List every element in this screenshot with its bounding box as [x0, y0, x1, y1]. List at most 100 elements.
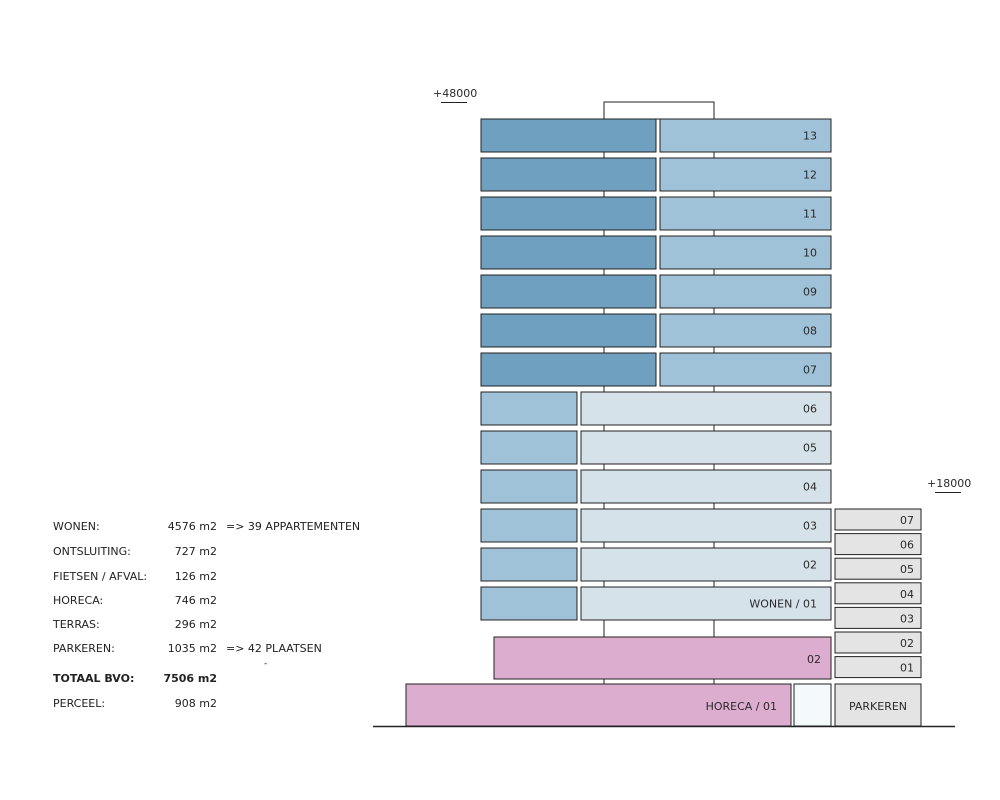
- apartment-block: [659, 235, 832, 270]
- area-row-parkeren: PARKEREN: 1035 m2 => 42 PLAATSEN: [53, 642, 393, 656]
- parking-deck-label: 02: [900, 637, 914, 650]
- apartment-block-wide: [580, 430, 832, 465]
- floor-label: 08: [803, 325, 817, 338]
- area-label: PERCEEL:: [53, 697, 106, 710]
- apartment-block-large: [480, 118, 657, 153]
- floor-label: 06: [803, 403, 817, 416]
- area-value: 908 m2: [174, 697, 217, 710]
- apartment-block: [659, 118, 832, 153]
- roof-structure: [603, 101, 715, 120]
- parking-deck-label: 05: [900, 563, 914, 576]
- tower-floor: WONEN / 01: [480, 586, 832, 621]
- floor-label: 13: [803, 130, 817, 143]
- area-value: 4576 m2: [167, 520, 217, 533]
- tower-floor: 03: [480, 508, 832, 543]
- floor-label: 03: [803, 520, 817, 533]
- area-value: 727 m2: [174, 545, 217, 558]
- apartment-block-large: [480, 196, 657, 231]
- tower-floor: 08: [480, 313, 832, 348]
- area-label: WONEN:: [53, 520, 100, 533]
- parking-deck-label: 06: [900, 539, 914, 552]
- apartment-block-small: [480, 391, 578, 426]
- horeca-upper-label: 02: [807, 653, 821, 666]
- area-value: 746 m2: [174, 594, 217, 607]
- total-value: 7506 m2: [163, 672, 217, 685]
- tower-floor: 09: [480, 274, 832, 309]
- apartment-block-small: [480, 508, 578, 543]
- area-label: FIETSEN / AFVAL:: [53, 570, 148, 583]
- apartment-block-small: [480, 469, 578, 504]
- horeca-ground-label: HORECA / 01: [706, 700, 777, 713]
- tower-floor: 13: [480, 118, 832, 153]
- apartment-block: [659, 157, 832, 192]
- floor-label: WONEN / 01: [749, 598, 817, 611]
- apartment-block: [659, 352, 832, 387]
- tower-floor: 12: [480, 157, 832, 192]
- area-label: PARKEREN:: [53, 642, 115, 655]
- tower-floor: 05: [480, 430, 832, 465]
- apartment-block-large: [480, 235, 657, 270]
- tower-floor: 11: [480, 196, 832, 231]
- area-row-fietsen-afval: FIETSEN / AFVAL: 126 m2: [53, 570, 393, 584]
- apartment-block-wide: [580, 469, 832, 504]
- area-row-terras: TERRAS: 296 m2: [53, 618, 393, 632]
- area-label: TERRAS:: [53, 618, 100, 631]
- apartment-block-wide: [580, 547, 832, 582]
- apartment-block-small: [480, 547, 578, 582]
- parking-ground-floor: [834, 683, 922, 727]
- floor-label: 02: [803, 559, 817, 572]
- area-value: 1035 m2: [167, 642, 217, 655]
- parking-deck: [834, 631, 922, 654]
- apartment-block-wide: [580, 508, 832, 543]
- area-schedule: WONEN: 4576 m2 => 39 APPARTEMENTEN ONTSL…: [53, 0, 393, 800]
- parking-deck-label: 07: [900, 514, 914, 527]
- area-label: ONTSLUITING:: [53, 545, 131, 558]
- apartment-block-large: [480, 352, 657, 387]
- parking-deck: [834, 582, 922, 605]
- area-note: => 39 APPARTEMENTEN: [226, 520, 361, 533]
- apartment-block-large: [480, 274, 657, 309]
- floor-label: 07: [803, 364, 817, 377]
- total-separator: -: [264, 659, 268, 669]
- area-row-ontsluiting: ONTSLUITING: 727 m2: [53, 545, 393, 559]
- level-marker-right: +18000: [927, 477, 971, 490]
- area-row-total: TOTAAL BVO: 7506 m2: [53, 672, 393, 686]
- level-marker-top: +48000: [433, 87, 477, 100]
- entrance-hall: [793, 683, 832, 727]
- apartment-block-wide: [580, 586, 832, 621]
- horeca-ground-floor: [405, 683, 792, 727]
- tower-floor: 02: [480, 547, 832, 582]
- parking-deck-label: 04: [900, 588, 914, 601]
- floor-label: 09: [803, 286, 817, 299]
- floor-label: 12: [803, 169, 817, 182]
- parking-deck-label: 03: [900, 612, 914, 625]
- area-label: HORECA:: [53, 594, 104, 607]
- area-row-horeca: HORECA: 746 m2: [53, 594, 393, 608]
- area-value: 126 m2: [174, 570, 217, 583]
- parking-deck-label: 01: [900, 662, 914, 675]
- tower-floor: 10: [480, 235, 832, 270]
- apartment-block: [659, 274, 832, 309]
- tower-floor: 04: [480, 469, 832, 504]
- floor-label: 04: [803, 481, 817, 494]
- parking-deck: [834, 533, 922, 556]
- parking-ground-label: PARKEREN: [849, 700, 907, 713]
- apartment-block-wide: [580, 391, 832, 426]
- apartment-block: [659, 196, 832, 231]
- apartment-block-large: [480, 313, 657, 348]
- tower-floor: 07: [480, 352, 832, 387]
- floor-label: 05: [803, 442, 817, 455]
- apartment-block: [659, 313, 832, 348]
- parking-deck: [834, 508, 922, 531]
- floor-label: 10: [803, 247, 817, 260]
- parking-deck: [834, 656, 922, 679]
- parking-deck: [834, 606, 922, 629]
- apartment-block-large: [480, 157, 657, 192]
- tower-floor: 06: [480, 391, 832, 426]
- area-row-wonen: WONEN: 4576 m2 => 39 APPARTEMENTEN: [53, 520, 393, 534]
- total-label: TOTAAL BVO:: [53, 672, 135, 685]
